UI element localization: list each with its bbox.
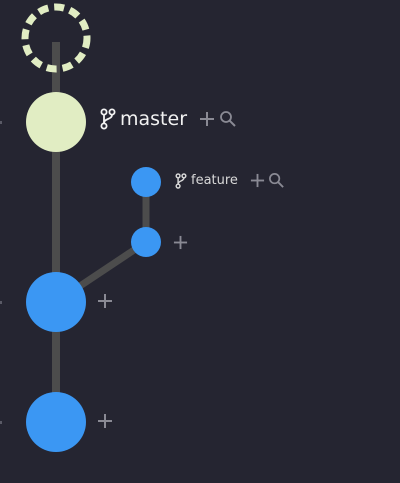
row-marker: [0, 121, 2, 124]
branch-icon: [175, 172, 187, 189]
commit-master-head[interactable]: [26, 92, 86, 152]
add-commit-button[interactable]: [199, 111, 215, 127]
commit-master-mid[interactable]: [26, 272, 86, 332]
branch-name: master: [120, 108, 188, 130]
search-button[interactable]: [219, 110, 237, 128]
plus-icon: [200, 112, 215, 126]
commit-feature-base[interactable]: [131, 227, 161, 257]
plus-icon: [250, 173, 264, 188]
plus-icon: [173, 235, 187, 249]
search-icon: [220, 111, 236, 127]
branch-icon: [100, 108, 116, 130]
add-commit-button[interactable]: [250, 173, 265, 188]
plus-icon: [98, 294, 112, 308]
row-marker: [0, 421, 2, 424]
row-marker: [0, 301, 2, 304]
commit-master-root[interactable]: [26, 392, 86, 452]
commit-pending[interactable]: [21, 3, 91, 73]
branch-name: feature: [191, 173, 238, 188]
commit-feature-head[interactable]: [131, 167, 161, 197]
add-commit-button[interactable]: [171, 233, 189, 251]
add-commit-button[interactable]: [96, 412, 114, 430]
branch-label-master[interactable]: master: [100, 108, 237, 130]
add-commit-button[interactable]: [96, 292, 114, 310]
branch-label-feature[interactable]: feature: [175, 172, 285, 189]
plus-icon: [98, 414, 112, 428]
search-button[interactable]: [268, 172, 285, 189]
search-icon: [268, 173, 284, 188]
